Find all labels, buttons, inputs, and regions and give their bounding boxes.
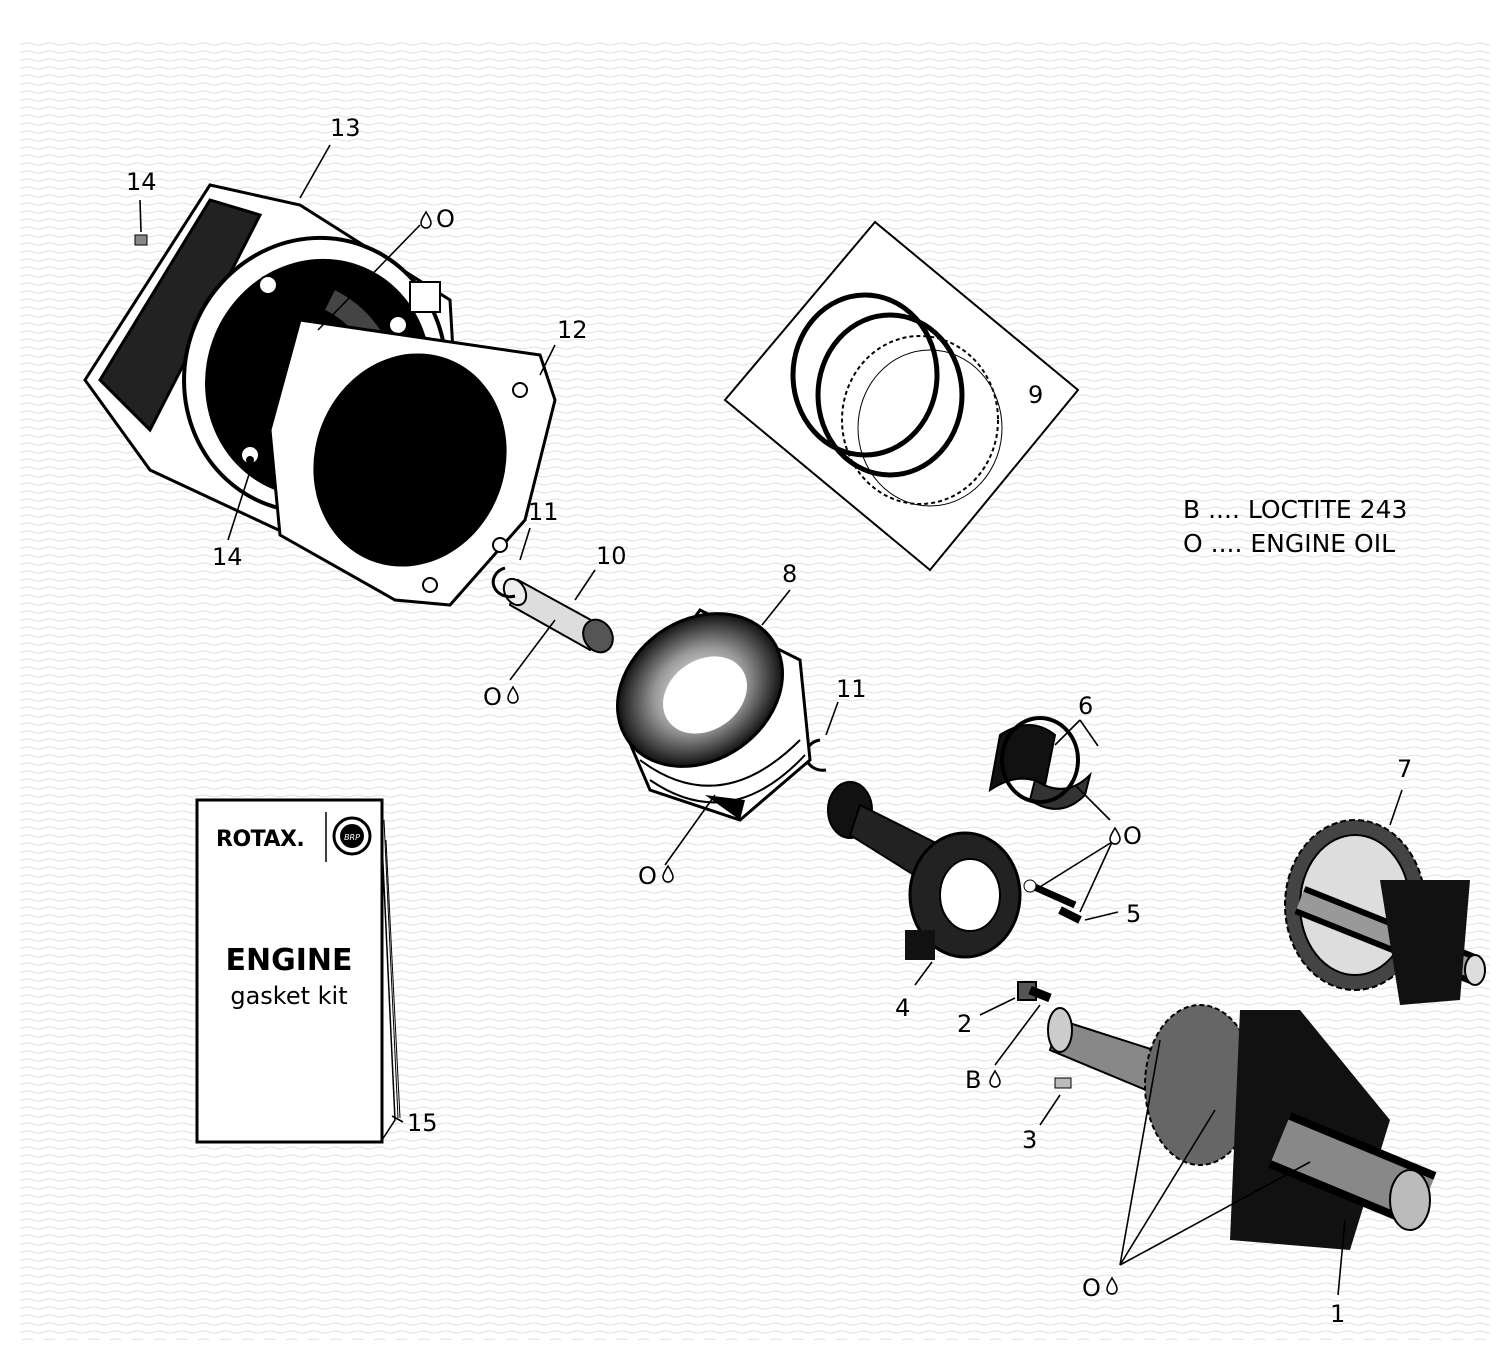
- crankshaft: [1047, 1004, 1437, 1250]
- booklet-title: ENGINE: [226, 943, 353, 978]
- woodruff-key: [1054, 1077, 1072, 1089]
- callout-13: 13: [330, 114, 361, 142]
- oil-mark-piston: O: [638, 862, 657, 890]
- oil-mark-bearing: O: [1123, 822, 1142, 850]
- legend-loctite: B .... LOCTITE 243: [1183, 495, 1407, 524]
- dowel-pin-top: [134, 234, 148, 246]
- screw: [1017, 981, 1052, 1003]
- callout-2: 2: [957, 1010, 972, 1038]
- oil-mark-pin: O: [483, 683, 502, 711]
- gasket-kit-booklet: ROTAX. BRP ENGINE gasket kit: [195, 798, 401, 1144]
- booklet-brand: ROTAX.: [216, 827, 304, 852]
- oil-mark-cylinder: O: [436, 205, 455, 233]
- callout-12: 12: [557, 316, 588, 344]
- callout-14-bottom: 14: [212, 543, 243, 571]
- balance-shaft: [1284, 819, 1486, 1005]
- callout-11-left: 11: [528, 498, 559, 526]
- callouts: 1 2 3 4 5 6 7 8 9 10 11 11 12 13 14 14 1…: [126, 114, 1412, 1328]
- callout-1: 1: [1330, 1300, 1345, 1328]
- cylinder-base-gasket: [268, 318, 557, 607]
- oil-mark-crank: O: [1082, 1274, 1101, 1302]
- callout-6: 6: [1078, 692, 1093, 720]
- callout-4: 4: [895, 994, 910, 1022]
- callout-14-top: 14: [126, 168, 157, 196]
- connecting-rod-bearing: [988, 716, 1092, 810]
- loctite-mark-screw: B: [965, 1066, 981, 1094]
- callout-3: 3: [1022, 1126, 1037, 1154]
- lubricant-marks: O O O O O B: [420, 205, 1142, 1302]
- callout-7: 7: [1397, 755, 1412, 783]
- connecting-rod: [827, 781, 1022, 960]
- leader-lines: [139, 144, 1403, 1296]
- legend: B .... LOCTITE 243 O .... ENGINE OIL: [1183, 495, 1407, 558]
- booklet-badge: BRP: [344, 833, 360, 842]
- piston: [615, 608, 812, 822]
- callout-8: 8: [782, 560, 797, 588]
- callout-10: 10: [596, 542, 627, 570]
- circlip-left: [491, 566, 516, 599]
- callout-9: 9: [1028, 381, 1043, 409]
- legend-engine-oil: O .... ENGINE OIL: [1183, 529, 1395, 558]
- booklet-subtitle: gasket kit: [230, 982, 347, 1010]
- piston-ring-set: [723, 220, 1080, 572]
- callout-5: 5: [1126, 900, 1141, 928]
- dowel-pin-bottom: [246, 456, 254, 464]
- callout-15: 15: [407, 1109, 438, 1137]
- callout-11-right: 11: [836, 675, 867, 703]
